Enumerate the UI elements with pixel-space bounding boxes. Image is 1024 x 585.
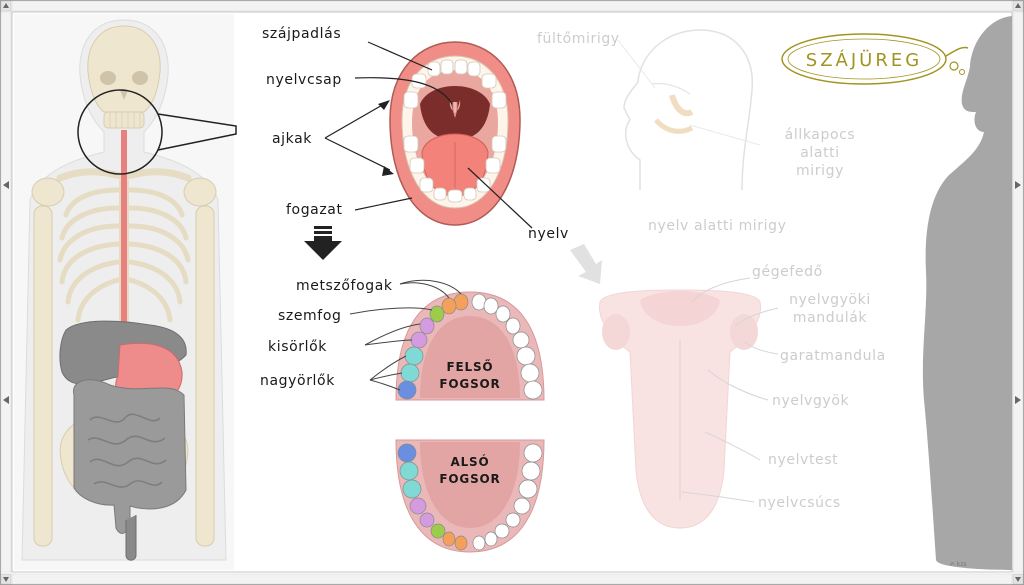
arrow-left-icon-2[interactable] — [3, 396, 9, 404]
label-parotid: fültőmirigy — [537, 31, 620, 47]
label-uvula: nyelvcsap — [266, 72, 342, 88]
ribcage — [57, 187, 191, 323]
label-submandibular-3: mirigy — [796, 163, 844, 179]
mouth-illustration — [389, 41, 521, 226]
tooth-labels: metszőfogak szemfog kisörlők nagyörlők — [260, 278, 393, 389]
label-teeth: fogazat — [286, 202, 343, 218]
label-epiglottis: gégefedő — [752, 264, 823, 280]
scrollbar-right[interactable] — [1012, 11, 1024, 573]
leader-lines-teeth — [349, 279, 462, 391]
body-figure — [14, 14, 237, 570]
credit-mark: ✍ kzs — [949, 561, 967, 568]
label-tongue-root: nyelvgyök — [772, 393, 849, 409]
label-palate: szájpadlás — [262, 26, 341, 42]
lower-jaw-title-2: FOGSOR — [439, 472, 500, 486]
upper-jaw-title-1: FELSŐ — [447, 359, 494, 374]
arrow-left-icon[interactable] — [3, 181, 9, 189]
page-title: SZÁJÜREG — [806, 49, 922, 71]
faded-labels-tongue: gégefedő nyelvgyöki mandulák garatmandul… — [752, 264, 886, 511]
scrollbar-top[interactable] — [11, 0, 1013, 12]
arrow-up-left-icon[interactable] — [0, 0, 12, 12]
arrow-right-icon[interactable] — [1015, 181, 1021, 189]
human-silhouette — [922, 16, 1012, 570]
down-arrow-faded-icon — [570, 244, 602, 284]
label-sublingual: nyelv alatti mirigy — [648, 218, 787, 234]
down-arrow-icon — [304, 226, 342, 260]
label-premolars: kisörlők — [268, 339, 327, 355]
scrollbar-left[interactable] — [0, 11, 12, 573]
label-canine: szemfog — [278, 308, 341, 324]
zoom-callout — [77, 89, 237, 175]
label-tongue-body: nyelvtest — [768, 452, 838, 468]
lower-dental-arch: ALSÓ FOGSOR — [395, 439, 545, 553]
label-lingual-tonsils-1: nyelvgyöki — [789, 292, 871, 308]
faded-labels-glands: fültőmirigy állkapocs alatti mirigy nyel… — [537, 31, 855, 234]
upper-jaw-title-2: FOGSOR — [439, 377, 500, 391]
arrow-down-right-icon[interactable] — [1012, 573, 1024, 585]
head-profile-faded — [617, 29, 761, 191]
leader-lines-mouth — [324, 41, 533, 229]
label-submandibular-1: állkapocs — [785, 127, 856, 143]
label-tongue: nyelv — [528, 226, 569, 242]
tongue-faded — [599, 289, 761, 529]
scrollbar-bottom[interactable] — [11, 573, 1013, 585]
faded-leader-lines — [681, 277, 779, 503]
upper-dental-arch: FELSŐ FOGSOR — [395, 291, 545, 401]
label-lingual-tonsils-2: mandulák — [793, 310, 868, 326]
label-lips: ajkak — [272, 131, 312, 147]
arrow-up-right-icon[interactable] — [1012, 0, 1024, 12]
label-tongue-tip: nyelvcsúcs — [758, 495, 841, 511]
upper-teeth — [397, 293, 543, 400]
label-molars: nagyörlők — [260, 373, 335, 389]
arrowhead-icons — [378, 100, 394, 176]
esophagus — [121, 130, 127, 344]
label-incisors: metszőfogak — [296, 278, 393, 294]
arrow-down-left-icon[interactable] — [0, 573, 12, 585]
arrow-right-icon-2[interactable] — [1015, 396, 1021, 404]
main-labels: szájpadlás nyelvcsap ajkak fogazat nyelv — [262, 26, 569, 242]
label-submandibular-2: alatti — [800, 145, 840, 161]
lower-jaw-title-1: ALSÓ — [451, 454, 490, 469]
label-palatine-tonsil: garatmandula — [780, 348, 886, 364]
lower-teeth — [397, 443, 543, 551]
title-badge: SZÁJÜREG — [781, 33, 969, 85]
